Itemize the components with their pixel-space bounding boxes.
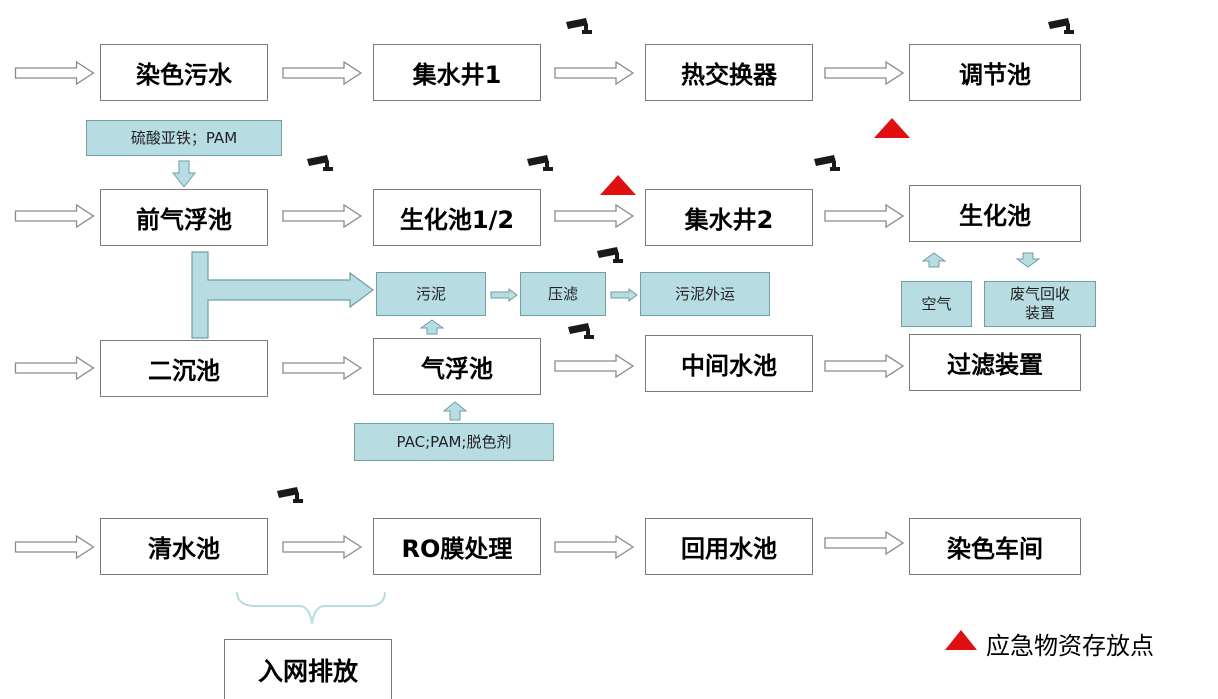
node-label: 清水池 [148,535,220,563]
node-label: 生化池 [959,202,1031,230]
flow-arrow [282,535,362,559]
node-collection-well-1: 集水井1 [373,44,541,101]
flow-arrow [282,61,362,85]
node-biochemical-tank-1-2: 生化池1/2 [373,189,541,246]
discharge-label: 入网排放 [257,656,358,686]
node-intermediate-tank: 中间水池 [645,335,813,392]
flow-arrow [14,204,95,228]
node-equalization-tank: 调节池 [909,44,1081,101]
up-arrow-icon [922,252,946,268]
node-network-discharge: 入网排放 [224,639,392,699]
flow-arrow [610,288,638,302]
node-label: 中间水池 [681,352,777,380]
node-biochemical-tank: 生化池 [909,185,1081,242]
node-heat-exchanger: 热交换器 [645,44,813,101]
node-ro-membrane-treatment: RO膜处理 [373,518,541,575]
node-label: 气浮池 [421,355,493,383]
flow-arrow [14,535,95,559]
node-label: 染色污水 [136,61,232,89]
node-label: RO膜处理 [401,535,513,563]
node-label: 集水井2 [684,206,774,234]
node-clear-water-tank: 清水池 [100,518,268,575]
node-flotation-tank: 气浮池 [373,338,541,395]
node-label: 二沉池 [148,357,220,385]
press-label: 压滤 [547,284,578,303]
flow-arrow [824,61,904,85]
up-arrow-icon [443,401,467,421]
node-label: 热交换器 [681,61,777,89]
flow-arrow [554,204,634,228]
discharge-bracket [236,591,386,625]
chemical-dosing-box: PAC;PAM;脱色剂 [354,423,554,461]
node-filtration-unit: 过滤装置 [909,334,1081,391]
flow-arrow [824,354,904,378]
surveillance-camera-icon [1048,18,1074,34]
chemical-label: 硫酸亚铁；PAM [130,128,238,147]
flow-arrow [282,356,362,380]
node-reuse-water-tank: 回用水池 [645,518,813,575]
sludge-box: 污泥 [376,272,486,316]
up-arrow-icon [420,319,444,335]
node-label: 回用水池 [681,535,777,563]
surveillance-camera-icon [597,247,623,263]
node-dyeing-wastewater: 染色污水 [100,44,268,101]
node-label: 调节池 [959,61,1031,89]
surveillance-camera-icon [814,155,840,171]
emergency-supply-marker-icon [600,175,636,195]
air-label: 空气 [921,294,952,313]
surveillance-camera-icon [277,487,303,503]
flow-arrow [824,204,904,228]
flow-arrow [554,61,634,85]
flow-arrow [554,535,634,559]
legend-red-triangle-icon [945,630,977,650]
node-collection-well-2: 集水井2 [645,189,813,246]
node-label: 生化池1/2 [399,206,515,234]
flow-arrow [490,288,518,302]
chemical-label: PAC;PAM;脱色剂 [396,432,512,451]
sludge-label: 污泥 [415,284,446,303]
flow-arrow [554,354,634,378]
surveillance-camera-icon [566,18,592,34]
sludge-haulage-box: 污泥外运 [640,272,770,316]
node-secondary-sedimentation-tank: 二沉池 [100,340,268,397]
node-label: 染色车间 [947,535,1043,563]
gas-recovery-label: 废气回收装置 [1009,285,1070,322]
flow-arrow [282,204,362,228]
filter-press-box: 压滤 [520,272,606,316]
waste-gas-recovery-box: 废气回收装置 [984,281,1096,327]
legend-label: 应急物资存放点 [986,632,1154,660]
node-label: 前气浮池 [136,206,232,234]
emergency-supply-marker-icon [874,118,910,138]
air-supply-box: 空气 [901,281,972,327]
surveillance-camera-icon [527,155,553,171]
node-label: 集水井1 [412,61,502,89]
chemical-dosing-box: 硫酸亚铁；PAM [86,120,282,156]
node-label: 过滤装置 [947,351,1043,379]
haul-label: 污泥外运 [674,284,735,303]
down-arrow-icon [172,160,196,188]
node-dyeing-workshop: 染色车间 [909,518,1081,575]
flow-arrow [14,356,95,380]
sludge-pipe [191,251,375,339]
node-pre-flotation-tank: 前气浮池 [100,189,268,246]
surveillance-camera-icon [568,323,594,339]
down-arrow-icon [1016,252,1040,268]
flow-arrow [824,531,904,555]
flow-arrow [14,61,95,85]
surveillance-camera-icon [307,155,333,171]
